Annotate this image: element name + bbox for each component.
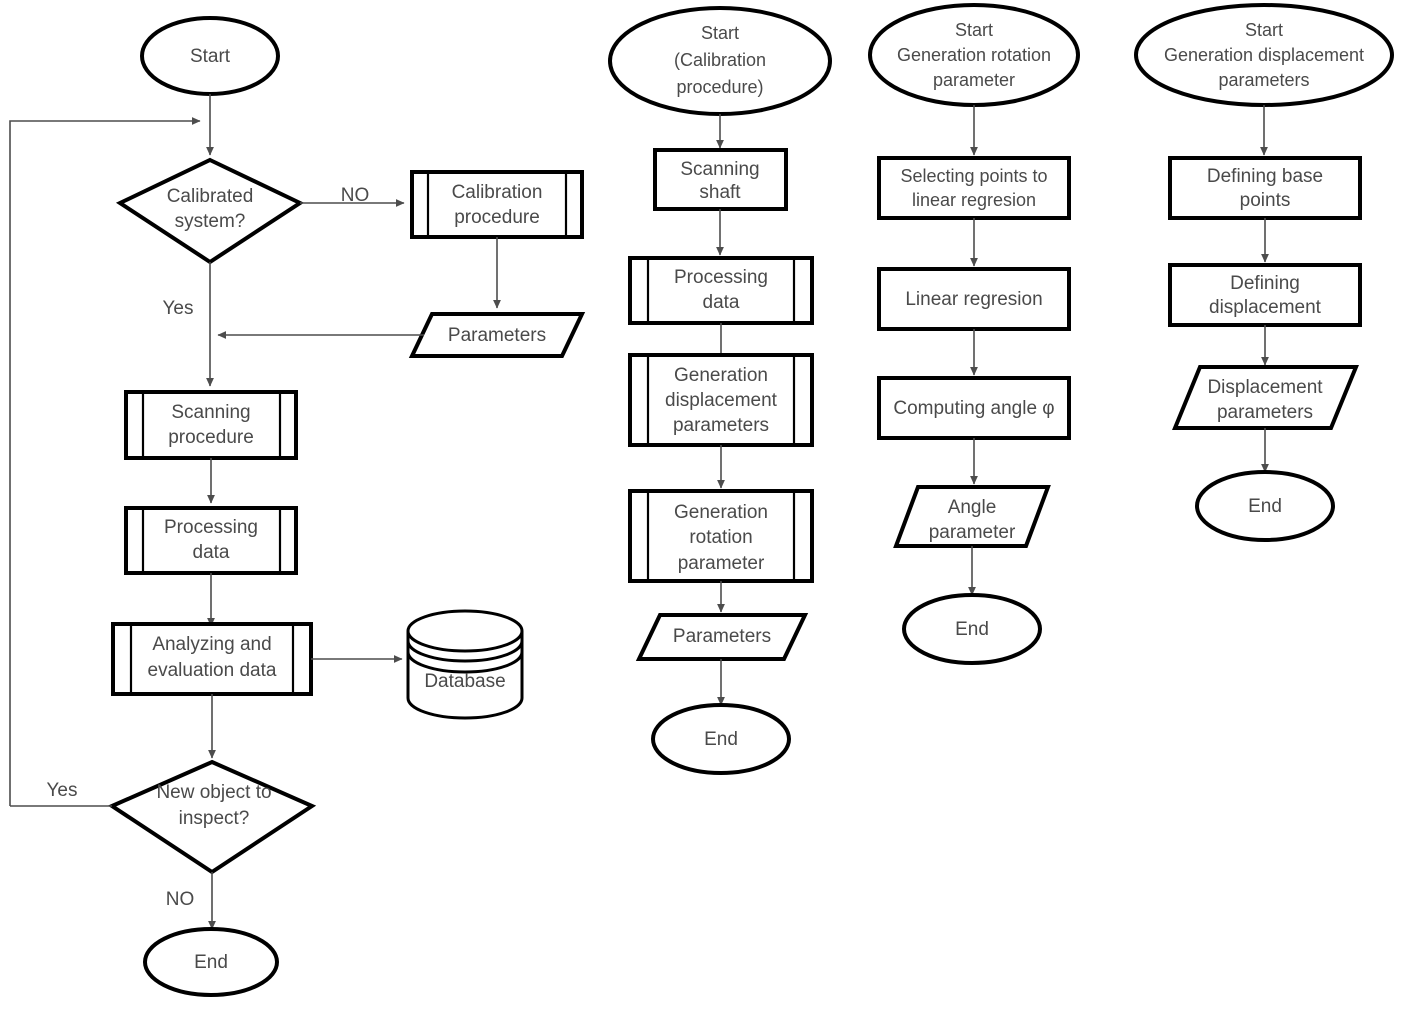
node-label-line2: data — [703, 292, 740, 313]
node-label-line3: procedure) — [676, 77, 763, 97]
node-c1-params[interactable]: Parameters — [408, 312, 586, 358]
node-label-line1: Angle — [948, 497, 997, 518]
node-c1-database[interactable]: Database — [406, 609, 524, 720]
node-label-line1: New object to — [156, 782, 271, 803]
node-c2-params[interactable]: Parameters — [635, 613, 809, 661]
node-label: Linear regresion — [905, 289, 1042, 310]
node-label-line2: displacement — [665, 390, 778, 411]
node-c3-angleparam[interactable]: Angle parameter — [893, 485, 1051, 548]
node-label-line1: Defining base — [1207, 166, 1323, 187]
node-c2-scanshaft[interactable]: Scanning shaft — [653, 148, 788, 211]
node-label-line1: Selecting points to — [900, 166, 1047, 186]
node-c1-calibproc[interactable]: Calibration procedure — [410, 170, 584, 239]
edge-label-yes: Yes — [163, 298, 194, 319]
node-label-line1: Scanning — [680, 159, 759, 180]
edge-label-no: NO — [341, 185, 370, 206]
node-label-line2: procedure — [168, 427, 254, 448]
node-label-line1: Start — [955, 20, 993, 40]
edge-loop-back — [9, 117, 201, 806]
node-c3-start[interactable]: Start Generation rotation parameter — [868, 3, 1080, 107]
node-label: Database — [424, 671, 505, 692]
node-c4-basepts[interactable]: Defining base points — [1168, 156, 1362, 220]
node-c1-analyze[interactable]: Analyzing and evaluation data — [111, 622, 313, 696]
node-label: End — [1248, 496, 1282, 517]
node-label-line2: linear regresion — [912, 190, 1036, 210]
node-label-line3: parameter — [678, 553, 765, 574]
node-label-line1: Start — [1245, 20, 1283, 40]
node-label-line2: displacement — [1209, 297, 1322, 318]
node-label-line1: Start — [701, 23, 739, 43]
node-label: End — [194, 952, 228, 973]
node-label: End — [955, 619, 989, 640]
node-c4-end[interactable]: End — [1195, 470, 1335, 542]
node-c2-start[interactable]: Start (Calibration procedure) — [608, 6, 832, 116]
node-label: Computing angle φ — [893, 398, 1054, 419]
edge-label-no2: NO — [166, 889, 195, 910]
node-c1-newobject[interactable]: New object to inspect? — [107, 759, 317, 875]
node-c1-start[interactable]: Start — [140, 16, 280, 96]
node-label-line2: rotation — [689, 527, 752, 548]
node-c3-end[interactable]: End — [902, 593, 1042, 665]
node-label-line3: parameters — [673, 415, 769, 436]
node-label-line2: inspect? — [179, 808, 250, 829]
node-c4-start[interactable]: Start Generation displacement parameters — [1134, 3, 1394, 107]
node-c2-end[interactable]: End — [651, 703, 791, 775]
node-c3-angle[interactable]: Computing angle φ — [877, 376, 1071, 440]
node-c1-calibrated[interactable]: Calibrated system? — [115, 157, 305, 265]
node-label-line2: shaft — [699, 182, 741, 203]
node-label-line2: data — [193, 542, 230, 563]
node-label-line2: evaluation data — [148, 660, 277, 681]
node-label: Start — [190, 46, 231, 67]
node-label-line2: parameter — [929, 522, 1016, 543]
node-label-line1: Generation — [674, 502, 768, 523]
node-label-line2: procedure — [454, 207, 540, 228]
node-c4-defdisp[interactable]: Defining displacement — [1168, 263, 1362, 327]
node-label-line1: Displacement — [1207, 377, 1323, 398]
node-c1-end[interactable]: End — [143, 927, 279, 997]
node-label-line1: Defining — [1230, 273, 1300, 294]
node-label-line2: points — [1240, 190, 1291, 211]
node-label-line3: parameters — [1218, 70, 1309, 90]
node-label-line1: Scanning — [171, 402, 250, 423]
node-label-line1: Calibration — [452, 182, 543, 203]
node-c3-selecting[interactable]: Selecting points to linear regresion — [877, 156, 1071, 220]
node-label-line1: Analyzing and — [152, 634, 271, 655]
node-label-line2: (Calibration — [674, 50, 766, 70]
node-c3-linreg[interactable]: Linear regresion — [877, 267, 1071, 331]
node-label-line2: parameters — [1217, 402, 1313, 423]
node-label-line1: Generation — [674, 365, 768, 386]
node-label-line1: Processing — [164, 517, 258, 538]
node-label: End — [704, 729, 738, 750]
node-c1-procdata[interactable]: Processing data — [124, 506, 298, 575]
node-label-line2: Generation displacement — [1164, 45, 1364, 65]
node-label-line2: system? — [175, 211, 246, 232]
node-label-line2: Generation rotation — [897, 45, 1051, 65]
node-label-line1: Processing — [674, 267, 768, 288]
node-label: Parameters — [673, 626, 771, 647]
edge-label-yes2: Yes — [47, 780, 78, 801]
node-label: Parameters — [448, 325, 546, 346]
node-c1-scanproc[interactable]: Scanning procedure — [124, 390, 298, 460]
node-c2-gendisp[interactable]: Generation displacement parameters — [628, 353, 814, 447]
node-c2-procdata[interactable]: Processing data — [628, 256, 814, 325]
node-label-line1: Calibrated — [167, 186, 254, 207]
node-label-line3: parameter — [933, 70, 1015, 90]
node-c4-dispparam[interactable]: Displacement parameters — [1172, 365, 1359, 430]
node-c2-genrot[interactable]: Generation rotation parameter — [628, 489, 814, 583]
